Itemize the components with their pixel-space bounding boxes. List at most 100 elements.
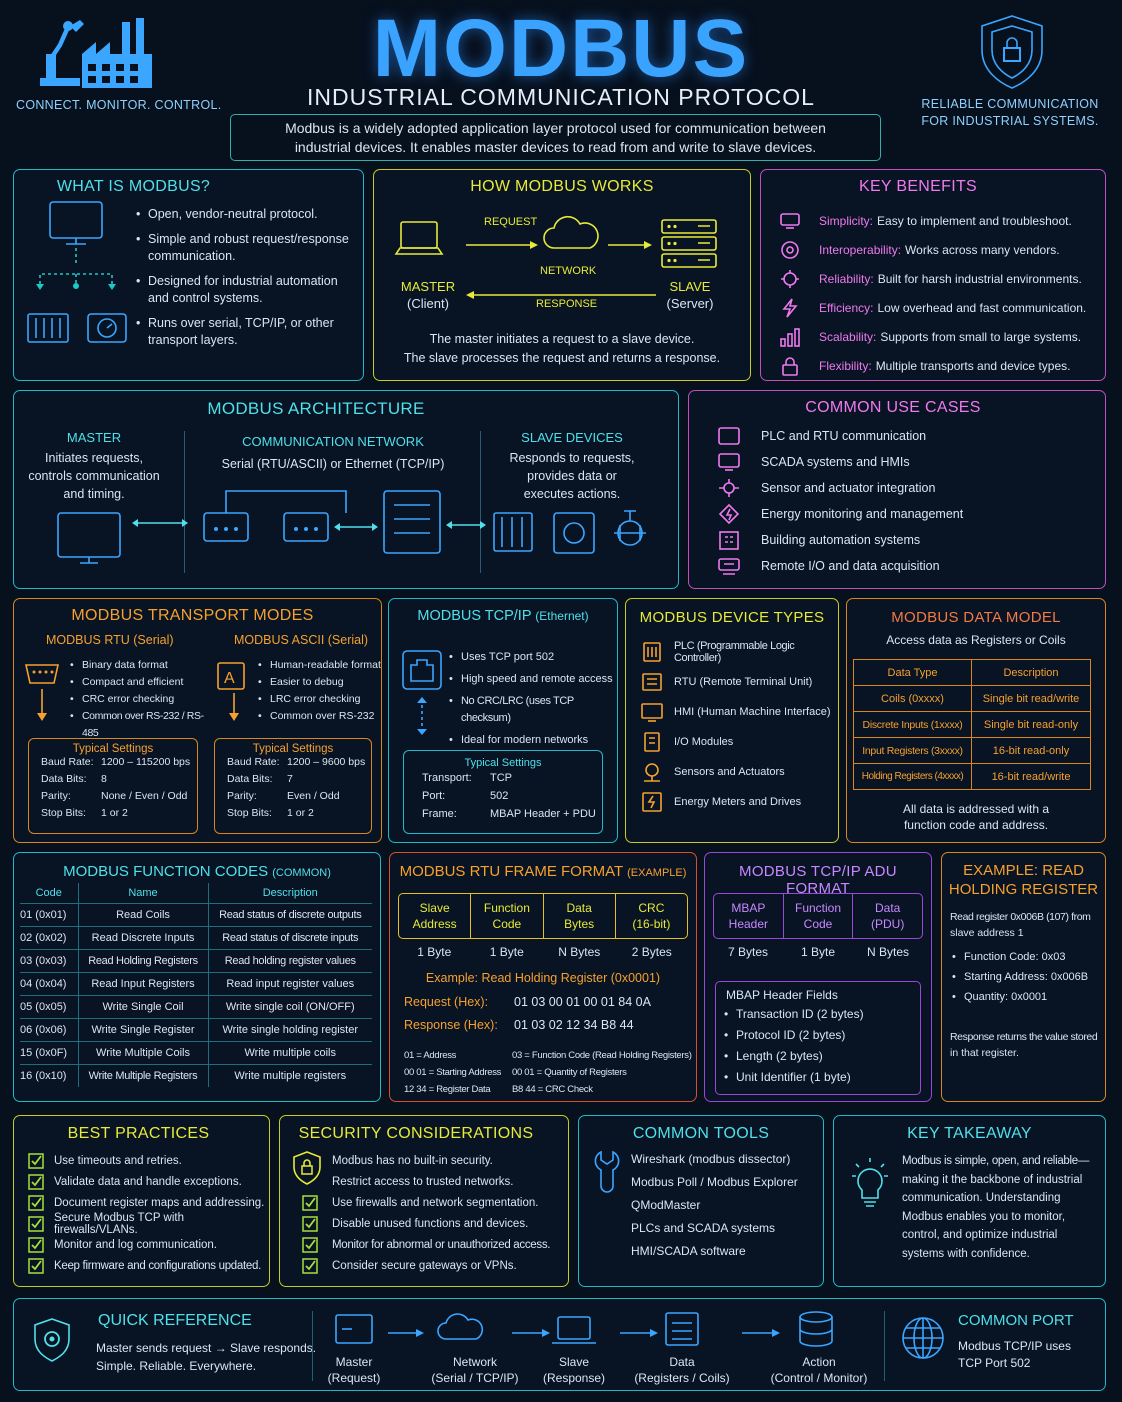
how-modbus-works-panel: HOW MODBUS WORKS REQUEST NETWORK MASTER(… [373,169,751,381]
frame-field-line: (16-bit) [632,917,671,931]
gear-cycle-icon [781,240,799,259]
checkbox-icon [28,1173,44,1190]
monitor-network-icon [26,200,136,350]
wrench-icon [593,1150,621,1195]
device-text: I/O Modules [674,736,734,748]
energy-icon [718,503,740,525]
list-item: Runs over serial, TCP/IP, or other trans… [136,315,356,349]
data-model-panel: MODBUS DATA MODEL Access data as Registe… [846,598,1106,843]
rtu-settings-box: Typical Settings Baud Rate:1200 – 115200… [28,738,198,834]
page-subtitle: INDUSTRIAL COMMUNICATION PROTOCOL [307,84,815,110]
list-item: Validate data and handle exceptions. [28,1171,269,1192]
adu-title: MODBUS TCP/IP ADU FORMAT [739,863,897,897]
settings-row: Frame: MBAP Header + PDU [404,808,602,826]
adu-field-line: Data [875,901,901,915]
flow-step-sub: (Control / Monitor) [770,1371,868,1385]
tcp-ip-panel: MODBUS TCP/IP (Ethernet) Uses TCP port 5… [388,598,618,843]
table-cell: Write Multiple Coils [77,1041,208,1065]
table-header: Description [971,659,1091,686]
datamodel-title: MODBUS DATA MODEL [891,609,1061,626]
table-cell: Read Holding Registers [77,949,208,973]
rtuframe-title-sub: (EXAMPLE) [627,867,687,879]
list-item: Modbus Poll / Modbus Explorer [631,1175,798,1189]
master-role: (Client) [407,296,449,311]
security-text: Restrict access to trusted networks. [332,1175,514,1188]
list-item: HMI (Human Machine Interface) [640,697,838,727]
table-row: Input Registers (3xxxx)16-bit read-only [853,737,1091,764]
table-cell: Single bit read/write [971,685,1091,712]
table-header: Description [207,883,372,904]
how-desc-line: The master initiates a request to a slav… [429,332,695,346]
settings-row: Data Bits:7 [215,773,371,790]
settings-row: Port:502 [404,790,602,808]
hex-value: 01 03 02 12 34 B8 44 [514,1018,634,1032]
settings-row: Data Bits:8 [29,773,197,790]
lock-icon [782,356,798,376]
gear-icon [781,269,799,288]
building-icon [719,531,739,550]
tcp-title-main: MODBUS TCP/IP [417,608,532,624]
adu-field: Data(PDU) [853,894,922,938]
arch-network-title: COMMUNICATION NETWORK [242,434,424,449]
example-title-line: EXAMPLE: READ [963,862,1084,879]
usecase-text: Energy monitoring and management [761,507,964,521]
frame-size: N Bytes [558,945,601,959]
rtuframe-title: MODBUS RTU FRAME FORMAT (EXAMPLE) [390,863,696,880]
frame-size: 1 Byte [417,945,452,959]
list-item: PLC (Programmable Logic Controller) [640,637,838,667]
fc-title: MODBUS FUNCTION CODES (COMMON) [14,863,380,880]
takeaway-line: Modbus is simple, open, and reliable— [902,1155,1090,1167]
plc-icon [643,642,661,662]
right-tagline-line: RELIABLE COMMUNICATION [921,97,1099,111]
usecase-text: Remote I/O and data acquisition [761,559,940,573]
transport-title: MODBUS TRANSPORT MODES [71,607,314,624]
takeaway-line: communication. Understanding [902,1192,1061,1204]
benefit-key: Scalability: [819,329,877,344]
table-cell: Read status of discrete outputs [207,903,372,927]
usecases-list: PLC and RTU communication SCADA systems … [717,423,963,579]
bar-chart-icon [780,327,800,347]
usecases-title: COMMON USE CASES [805,399,981,416]
list-item: High speed and remote access [449,671,617,688]
benefit-key: Reliability: [819,271,874,286]
benefit-value: Built for harsh industrial environments. [877,271,1082,286]
note: B8 44 = CRC Check [512,1084,593,1095]
response-label: RESPONSE [536,298,598,310]
settings-key: Frame: [422,808,457,820]
usecase-text: Building automation systems [761,533,921,547]
slave-role: (Server) [666,296,714,311]
ascii-list: Human-readable format Easier to debug LR… [258,657,382,725]
right-tagline: RELIABLE COMMUNICATION FOR INDUSTRIAL SY… [910,96,1110,130]
best-text: Use timeouts and retries. [54,1154,182,1167]
settings-key: Stop Bits: [227,807,272,819]
settings-value: 1200 – 115200 bps [101,756,191,768]
quick-flow: Master(Request) Network(Serial / TCP/IP)… [314,1309,884,1389]
globe-icon [900,1315,946,1366]
benefit-key: Simplicity: [819,213,874,228]
arch-slaves-desc: Responds to requests, [509,451,635,465]
list-item: Compact and efficient [70,674,210,691]
settings-value: MBAP Header + PDU [490,808,596,820]
fc-title-main: MODBUS FUNCTION CODES [63,863,269,880]
ascii-title: MODBUS ASCII (Serial) [234,633,369,647]
note: 00 01 = Quantity of Registers [512,1067,627,1078]
table-cell: 04 (0x04) [20,972,78,996]
flow-step-title: Slave [558,1355,590,1369]
table-cell: Write single holding register [207,1018,372,1042]
list-item: CRC error checking [70,691,210,708]
port-title: COMMON PORT [958,1312,1074,1329]
arch-master-title: MASTER [66,430,122,445]
list-item: Consider secure gateways or VPNs. [302,1255,550,1276]
settings-key: Parity: [41,790,71,802]
arch-master: MASTER Initiates requests, controls comm… [22,429,166,503]
